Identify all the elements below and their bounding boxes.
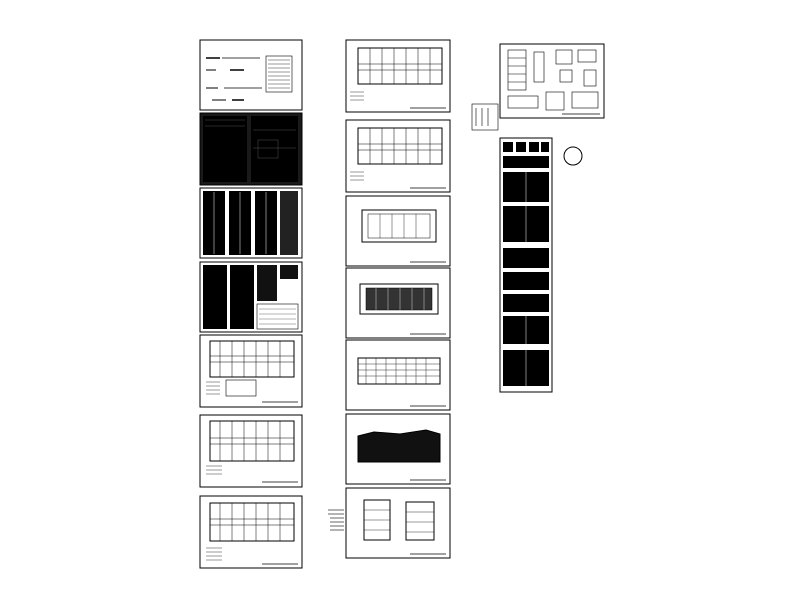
stair-details-sheet — [499, 137, 553, 393]
left-column — [199, 39, 303, 569]
detail-sheet — [499, 43, 605, 119]
floor-plan-sheet-2 — [199, 414, 303, 488]
section-sheet — [345, 487, 451, 559]
schedule-sheet-2 — [199, 261, 303, 333]
middle-column — [345, 39, 451, 559]
schedule-sheet-1 — [199, 187, 303, 259]
floor-plan-sheet-4 — [345, 39, 451, 113]
floor-plan-sheet-1 — [199, 334, 303, 408]
roof-plan-sheet-1 — [345, 195, 451, 267]
floor-plan-sheet-5 — [345, 119, 451, 193]
cover-sheet — [199, 39, 303, 111]
right-column — [499, 43, 605, 393]
stray-mark-middle — [328, 509, 344, 531]
elevation-sheet-1 — [345, 339, 451, 411]
circle-marker — [563, 146, 583, 166]
stray-mark-right — [471, 103, 499, 131]
design-notes-sheet — [199, 112, 303, 186]
floor-plan-sheet-3 — [199, 495, 303, 569]
elevation-sheet-2 — [345, 413, 451, 485]
roof-plan-sheet-2 — [345, 267, 451, 339]
